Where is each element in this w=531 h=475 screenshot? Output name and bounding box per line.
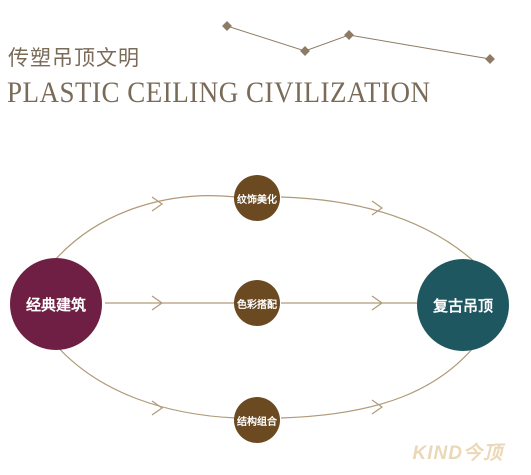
arrow-icon: [151, 196, 164, 212]
node-middle: 色彩搭配: [234, 280, 280, 326]
arrow-icon: [371, 200, 384, 216]
arrow-icon: [371, 295, 384, 311]
arrow-icon: [151, 400, 164, 416]
decorative-diamond: [485, 54, 495, 64]
arrow-icon: [371, 399, 384, 415]
arc-top-left: [54, 195, 237, 261]
arc-top-right: [280, 196, 479, 266]
decorative-diamond: [300, 46, 310, 56]
title-chinese: 传塑吊顶文明: [8, 46, 140, 70]
arrow-icon: [151, 295, 164, 311]
node-top: 纹饰美化: [234, 175, 280, 221]
arc-bottom-left: [54, 343, 237, 419]
node-target: 复古吊顶: [417, 259, 509, 351]
decorative-line: [222, 21, 495, 64]
decorative-diamond: [222, 21, 232, 31]
title-english: PLASTIC CEILING CIVILIZATION: [7, 76, 431, 109]
node-bottom: 结构组合: [234, 397, 280, 443]
watermark-logo: KIND今顶: [412, 443, 503, 464]
decorative-diamond: [344, 30, 354, 40]
arc-bottom-right: [280, 341, 479, 419]
node-source: 经典建筑: [10, 258, 102, 350]
